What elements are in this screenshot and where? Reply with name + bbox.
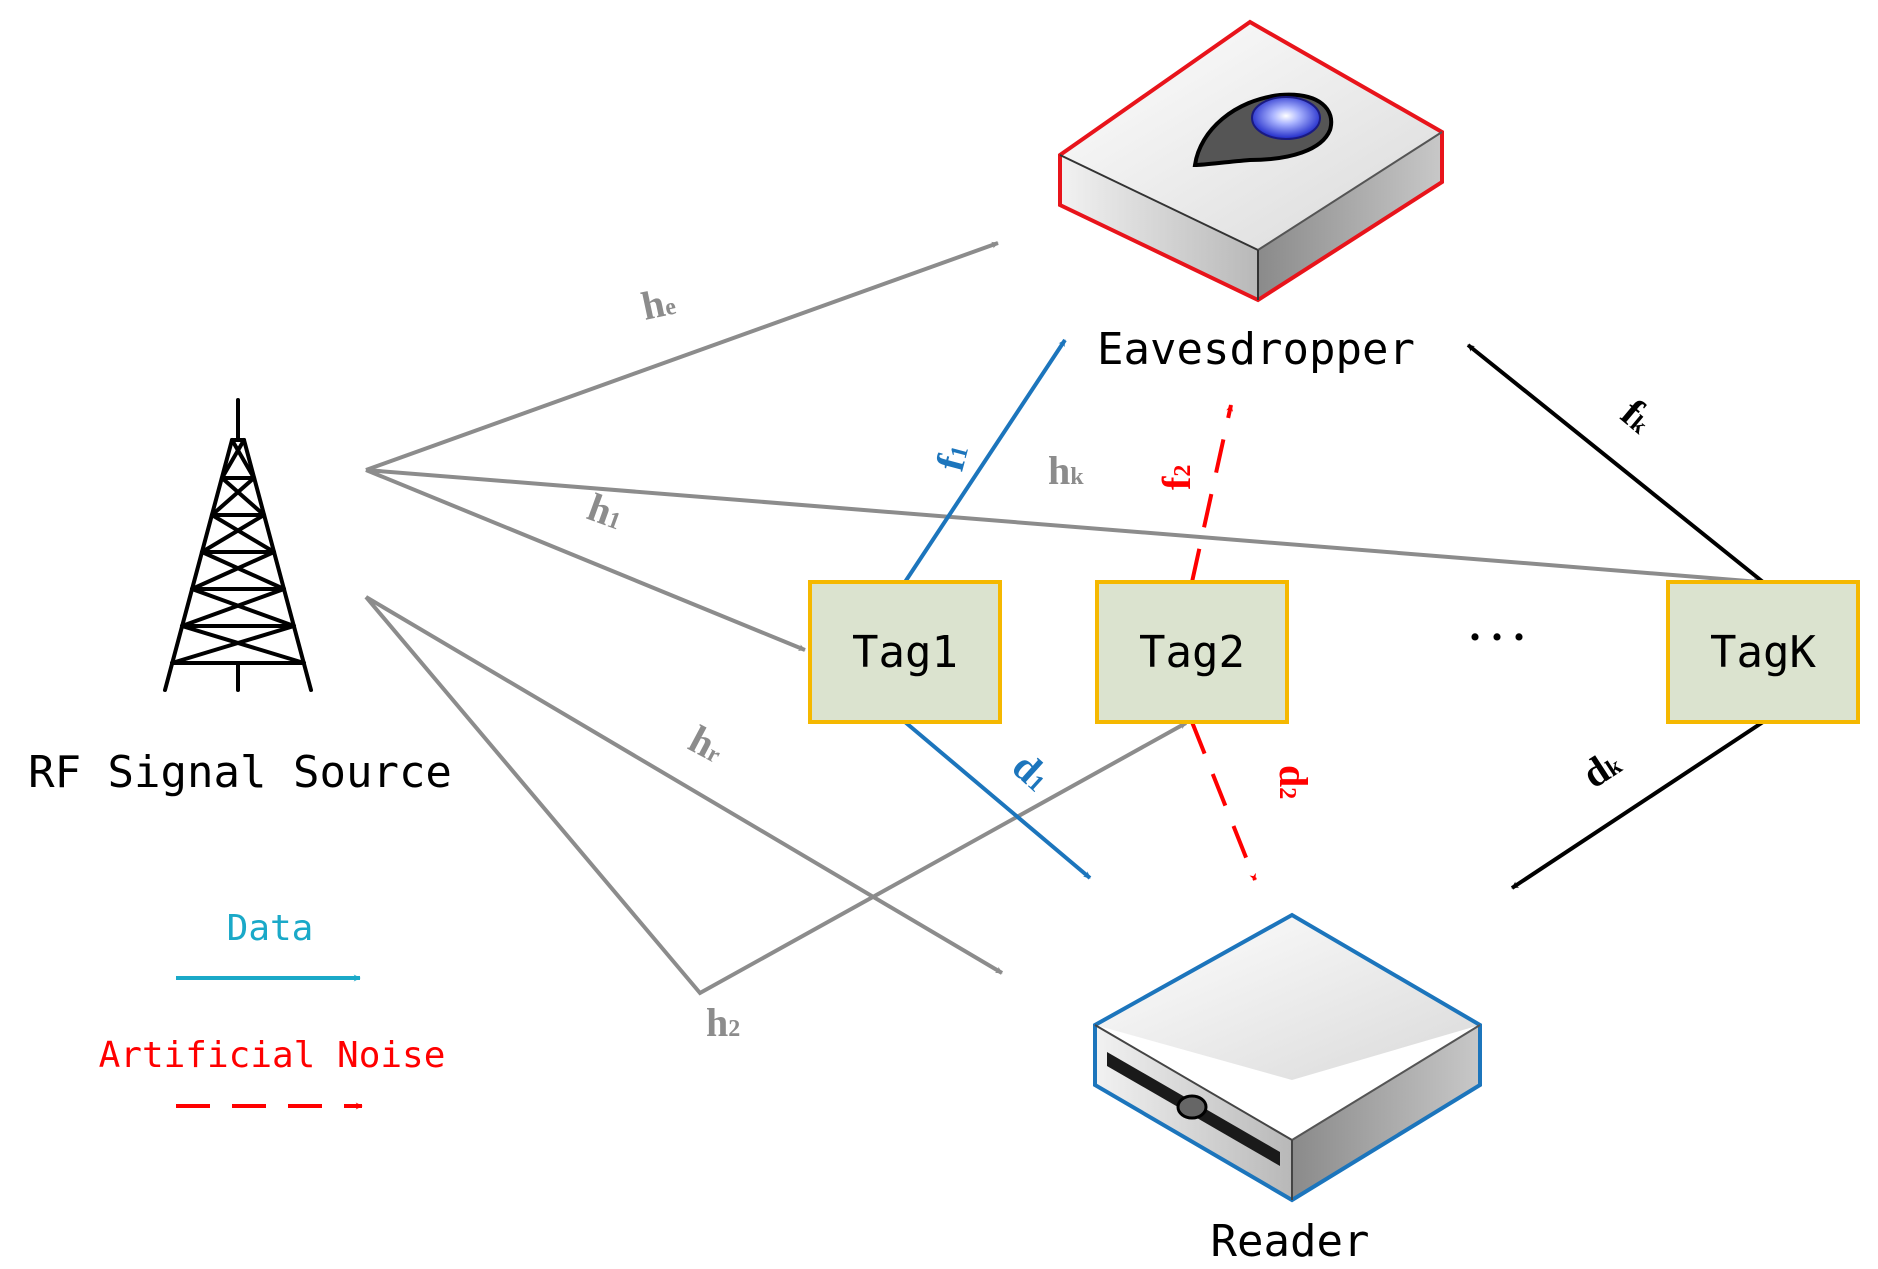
legend-noise-label: Artificial Noise	[99, 1035, 446, 1076]
legend-data-label: Data	[227, 908, 314, 949]
h-k-label: hk	[1048, 448, 1084, 493]
legend: Data Artificial Noise	[99, 908, 446, 1110]
d-2-arrow	[1190, 721, 1257, 881]
d-1-arrow	[903, 720, 1092, 880]
tag1-label: Tag1	[852, 627, 958, 678]
f-k-arrow	[1466, 343, 1765, 584]
reader-label: Reader	[1211, 1216, 1370, 1267]
rf-tower-icon	[163, 398, 313, 692]
h-r-arrow	[364, 595, 1004, 975]
eavesdropper-label: Eavesdropper	[1097, 324, 1415, 375]
tag2-node: Tag2	[1095, 580, 1289, 724]
ellipsis-label: . . .	[1470, 601, 1525, 650]
tagk-node: TagK	[1666, 580, 1860, 724]
h-e-label: he	[638, 278, 680, 329]
d-k-label: dk	[1574, 739, 1629, 796]
h-e-arrow	[365, 241, 999, 472]
h-1-arrow	[365, 468, 806, 652]
d-k-arrow	[1510, 720, 1765, 890]
f-k-label: fk	[1613, 390, 1663, 442]
f-2-label: f2	[1154, 465, 1199, 490]
reader-device-icon	[1093, 912, 1482, 1203]
h-2-arrow	[364, 595, 1187, 996]
h-r-label: hr	[682, 716, 732, 771]
f-2-arrow	[1190, 404, 1234, 583]
d-2-label: d2	[1271, 765, 1316, 799]
h-k-arrow	[365, 468, 1761, 585]
tag1-node: Tag1	[808, 580, 1002, 724]
camera-eye-icon	[1192, 92, 1334, 168]
eavesdropper-device-icon	[1058, 19, 1444, 303]
source-channel-links	[364, 241, 1761, 996]
f-1-label: f1	[927, 439, 977, 475]
tag2-label: Tag2	[1139, 627, 1245, 678]
h-2-label: h2	[706, 1000, 740, 1045]
f-1-arrow	[903, 338, 1067, 584]
tagk-label: TagK	[1710, 627, 1816, 678]
d-1-label: d1	[1004, 743, 1060, 799]
card-slot-icon	[1107, 1052, 1280, 1166]
rf-signal-source-label: RF Signal Source	[28, 747, 452, 798]
